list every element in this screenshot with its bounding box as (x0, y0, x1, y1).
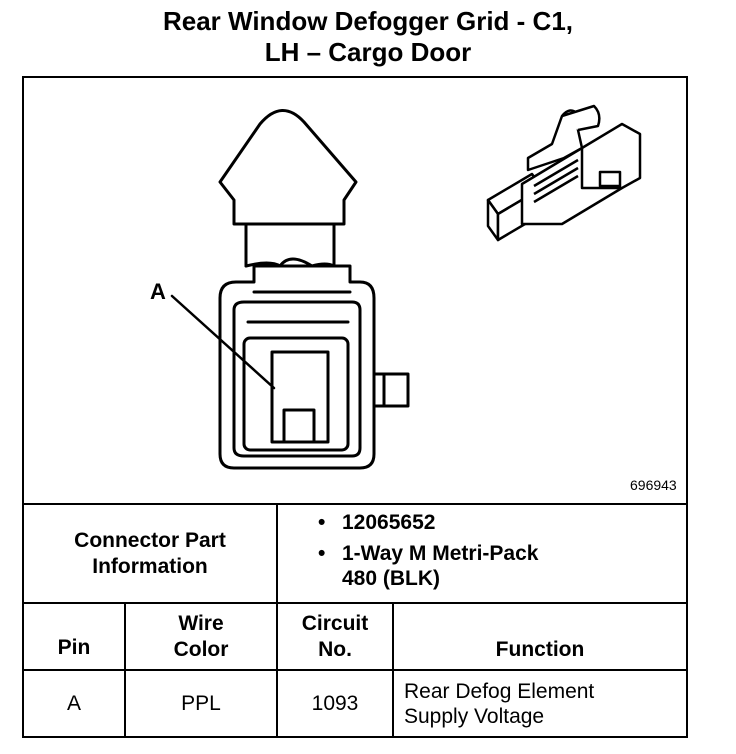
connector-type-line-1: 1-Way M Metri-Pack (342, 542, 539, 565)
connector-isometric-view (486, 104, 642, 242)
connector-side-tab (372, 372, 410, 408)
header-wire-color-line-2: Color (173, 637, 229, 661)
rule-row-top (22, 669, 688, 671)
connector-part-info-line-2: Information (92, 554, 208, 578)
rule-connector-info-top (22, 503, 688, 505)
bullet-glyph: • (318, 511, 326, 534)
connector-part-bullets: • 12065652 • 1-Way M Metri-Pack 480 (BLK… (318, 510, 538, 591)
part-number: 12065652 (342, 511, 436, 534)
header-circuit-line-1: Circuit (301, 611, 369, 635)
function-line-1: Rear Defog Element (404, 679, 595, 703)
header-circuit-no: Circuit No. (278, 604, 392, 669)
figure-id: 696943 (630, 477, 677, 493)
connector-type-line-2: 480 (BLK) (342, 567, 441, 590)
connector-inner-shell (232, 300, 362, 458)
callout-leader-line (170, 294, 276, 390)
diagram-frame (22, 76, 688, 738)
connector-part-info-label: Connector Part Information (24, 505, 276, 602)
rule-col-wire-left (124, 602, 126, 738)
connector-part-info-line-1: Connector Part (74, 528, 226, 552)
header-pin-text: Pin (57, 636, 91, 659)
connector-body (218, 264, 376, 470)
header-function: Function (394, 604, 686, 669)
callout-label-a: A (150, 279, 166, 304)
table-row-wire-color: PPL (181, 692, 221, 715)
bullet-glyph: • (318, 542, 326, 565)
header-pin: Pin (24, 604, 124, 669)
bullet-item: • 12065652 (318, 510, 538, 535)
title-line-1: Rear Window Defogger Grid - C1, (162, 6, 574, 36)
table-row-pin: A (66, 692, 81, 715)
latch-neck-base (244, 257, 336, 268)
header-circuit-line-2: No. (318, 637, 352, 661)
header-wire-color: Wire Color (126, 604, 276, 669)
connector-latch (218, 109, 358, 226)
connector-drawing (170, 104, 642, 470)
terminal-a-slot (282, 408, 316, 444)
function-line-2: Supply Voltage (404, 704, 545, 728)
terminal-cavity-a (242, 336, 350, 452)
diagram-title: Rear Window Defogger Grid - C1, LH – Car… (0, 6, 736, 68)
connector-figure: A 696943 (22, 76, 688, 504)
rule-header-top (22, 602, 688, 604)
header-function-text: Function (495, 638, 585, 661)
table-row-circuit: 1093 (311, 692, 359, 715)
table-row-function: Rear Defog Element Supply Voltage (404, 671, 684, 736)
rule-col-circuit-left (276, 503, 278, 738)
title-line-2: LH – Cargo Door (264, 37, 472, 67)
bullet-item: • 1-Way M Metri-Pack (318, 541, 538, 566)
header-wire-color-line-1: Wire (178, 611, 224, 635)
rule-col-function-left (392, 602, 394, 738)
